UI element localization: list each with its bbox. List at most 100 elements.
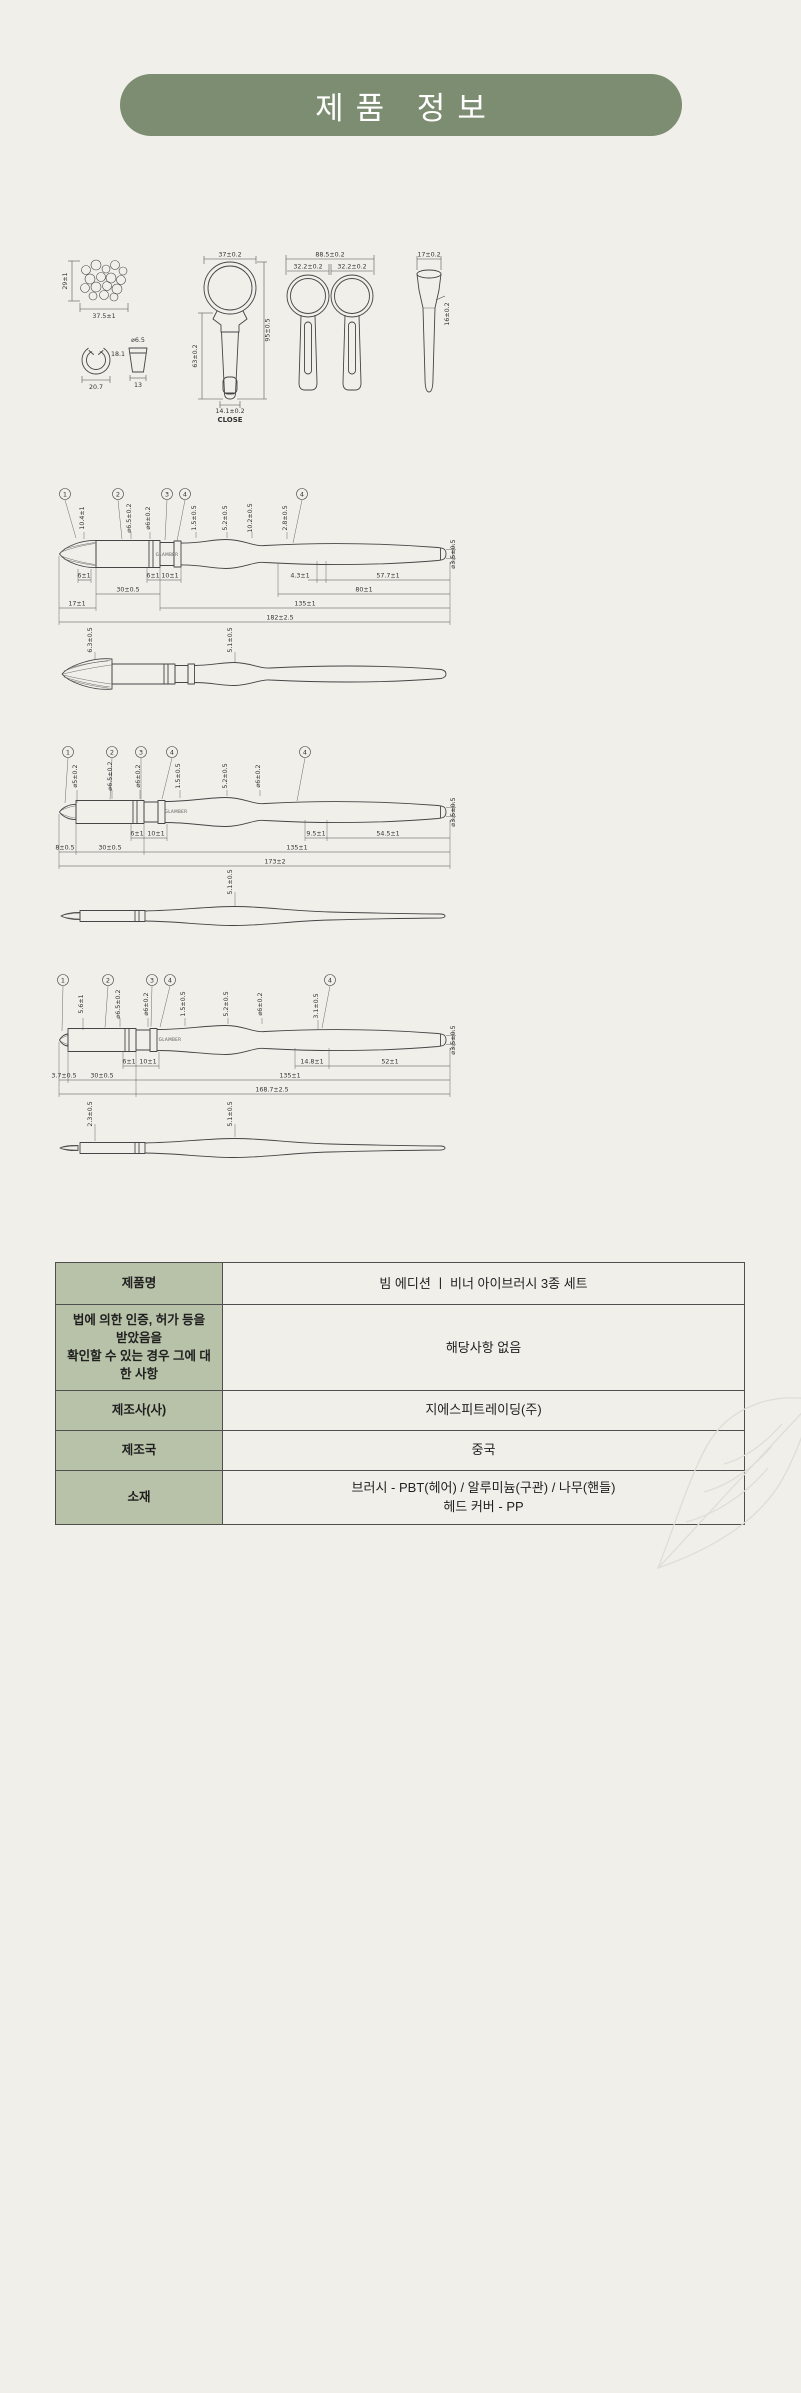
row-label: 소재 [55, 1469, 223, 1525]
row-value: 해당사항 없음 [222, 1304, 745, 1391]
table-row-materials: 소재 브러시 - PBT(헤어) / 알루미늄(구관) / 나무(핸들) 헤드 … [55, 1469, 745, 1525]
dim-label: 32.2±0.2 [293, 264, 322, 271]
marker-number: 3 [139, 748, 143, 756]
dim-label: ⌀6.5±0.2 [107, 761, 114, 790]
marker-number: 4 [328, 976, 332, 984]
row-value-line: 헤드 커버 - PP [443, 1499, 524, 1514]
dim-label: ⌀3.5±0.5 [450, 1025, 457, 1054]
dim-label: 13 [134, 382, 142, 389]
dim-label: 10±1 [161, 573, 178, 580]
marker-number: 4 [300, 490, 304, 498]
dim-label: 5.1±0.5 [227, 627, 234, 652]
dimension-lines: 6±1 10±1 14.8±1 52±1 3.7±0.5 30±0.5 135±… [51, 1025, 457, 1097]
dim-label: 6±1 [122, 1059, 135, 1066]
dim-label: ⌀3.5±0.5 [450, 539, 457, 568]
marker-number: 4 [168, 976, 172, 984]
dim-label: 95±0.5 [265, 318, 272, 341]
brush-outline: GLAMBER [59, 539, 447, 569]
dim-label: ⌀6.5 [131, 337, 145, 344]
section-title: 제품 정보 [315, 90, 498, 126]
brush2-dimension-drawing: 1 2 3 4 4 ⌀5±0.2 ⌀6.5±0.2 ⌀6±0.2 1.5±0.5… [55, 746, 457, 869]
pair-view: 88.5±0.2 32.2±0.2 32.2±0.2 [285, 252, 375, 391]
top-dimension-labels: 5.6±1 ⌀6.5±0.2 ⌀6±0.2 1.5±0.5 5.2±0.5 ⌀6… [78, 989, 320, 1030]
front-view: 37±0.2 63±0.2 95±0.5 14.1±0.2 CLOSE [192, 252, 272, 425]
dim-label: ⌀6±0.2 [145, 506, 152, 529]
cluster-view: 29±1 37.5±1 [62, 259, 129, 320]
dim-label: 8±0.5 [55, 845, 74, 852]
dim-label: 135±1 [279, 1073, 300, 1080]
cap-part-view: ⌀6.5 18.1 13 [111, 337, 148, 389]
dim-label: ⌀6±0.2 [135, 764, 142, 787]
marker-number: 3 [165, 490, 169, 498]
leaf-watermark [656, 1397, 801, 1570]
marker-number: 2 [116, 490, 120, 498]
dim-label: 135±1 [286, 845, 307, 852]
row-label: 제품명 [55, 1262, 223, 1305]
table-row-certification: 법에 의한 인증, 허가 등을 받았음을 확인할 수 있는 경우 그에 대한 사… [55, 1304, 745, 1391]
dim-label: 30±0.5 [116, 587, 139, 594]
dim-label: 37.5±1 [92, 313, 115, 320]
brush-outline [61, 658, 447, 690]
dim-label: 3.7±0.5 [51, 1073, 76, 1080]
top-detail-views-drawing: 29±1 37.5±1 20.7 ⌀6.5 18.1 13 [62, 252, 451, 425]
part-markers: 1 2 3 4 4 [62, 746, 311, 804]
table-row-product-name: 제품명 빔 에디션 ㅣ 비너 아이브러시 3종 세트 [55, 1262, 745, 1305]
part-markers: 1 2 3 4 4 [57, 974, 336, 1032]
dim-label: 37±0.2 [218, 252, 241, 259]
dim-label: 6±1 [146, 573, 159, 580]
brush1-dimension-drawing: 1 2 3 4 4 10.4±1 ⌀6.5±0.2 ⌀6±0.2 1.5±0.5… [58, 488, 457, 625]
dim-label: 29±1 [62, 272, 69, 289]
dim-label: 17±1 [68, 601, 85, 608]
dim-label: 10±1 [147, 831, 164, 838]
marker-number: 4 [183, 490, 187, 498]
dim-label: 5.1±0.5 [227, 1101, 234, 1126]
row-label: 법에 의한 인증, 허가 등을 받았음을 확인할 수 있는 경우 그에 대한 사… [55, 1304, 223, 1391]
dim-label: 5.2±0.5 [222, 505, 229, 530]
dim-label: 5.6±1 [78, 994, 85, 1013]
row-label: 제조사(사) [55, 1389, 223, 1431]
marker-number: 2 [106, 976, 110, 984]
dim-label: ⌀6.5±0.2 [115, 989, 122, 1018]
marker-number: 4 [303, 748, 307, 756]
brush1-profile-drawing: 6.3±0.5 5.1±0.5 [61, 627, 447, 690]
dim-label: 30±0.5 [98, 845, 121, 852]
dim-label: 6.3±0.5 [87, 627, 94, 652]
brush-outline: GLAMBER [59, 797, 447, 827]
section-title-badge: 제품 정보 [119, 74, 682, 136]
dim-label: ⌀6±0.2 [257, 992, 264, 1015]
dim-label: 57.7±1 [376, 573, 399, 580]
table-row-country: 제조국 중국 [55, 1429, 745, 1471]
dim-label: 17±0.2 [417, 252, 440, 259]
brush-outline [59, 1138, 446, 1158]
row-label-line: 확인할 수 있는 경우 그에 대한 사항 [67, 1349, 211, 1382]
marker-number: 1 [63, 490, 67, 498]
dim-label: 63±0.2 [192, 344, 199, 367]
brush3-dimension-drawing: 1 2 3 4 4 5.6±1 ⌀6.5±0.2 ⌀6±0.2 1.5±0.5 … [51, 974, 457, 1097]
dim-label: 14.1±0.2 [215, 408, 244, 415]
dim-label: 6±1 [130, 831, 143, 838]
cap-close-label: CLOSE [217, 416, 242, 424]
dim-label: ⌀6.5±0.2 [126, 503, 133, 532]
marker-number: 1 [66, 748, 70, 756]
dim-label: 168.7±2.5 [255, 1087, 288, 1094]
dim-label: ⌀3.5±0.5 [450, 797, 457, 826]
dim-label: ⌀6±0.2 [255, 764, 262, 787]
table-row-manufacturer: 제조사(사) 지에스피트레이딩(주) [55, 1389, 745, 1431]
dimension-lines: 6±1 10±1 9.5±1 54.5±1 8±0.5 30±0.5 135±1… [55, 797, 457, 869]
dim-label: 5.2±0.5 [223, 991, 230, 1016]
dim-label: 14.8±1 [300, 1059, 323, 1066]
marker-number: 4 [170, 748, 174, 756]
dim-label: 30±0.5 [90, 1073, 113, 1080]
dim-label: 18.1 [111, 351, 125, 358]
part-markers: 1 2 3 4 4 [59, 488, 308, 544]
side-view: 17±0.2 16±0.2 [416, 252, 451, 393]
dim-label: 3.1±0.5 [313, 993, 320, 1018]
dim-label: 9.5±1 [306, 831, 325, 838]
brush-outline: GLAMBER [59, 1025, 447, 1055]
dim-label: 52±1 [381, 1059, 398, 1066]
row-value: 빔 에디션 ㅣ 비너 아이브러시 3종 세트 [222, 1262, 745, 1305]
marker-number: 2 [110, 748, 114, 756]
dimension-lines: 6±1 6±1 10±1 4.3±1 57.7±1 30±0.5 80±1 17… [58, 539, 457, 625]
open-ring-view: 20.7 [81, 342, 111, 391]
